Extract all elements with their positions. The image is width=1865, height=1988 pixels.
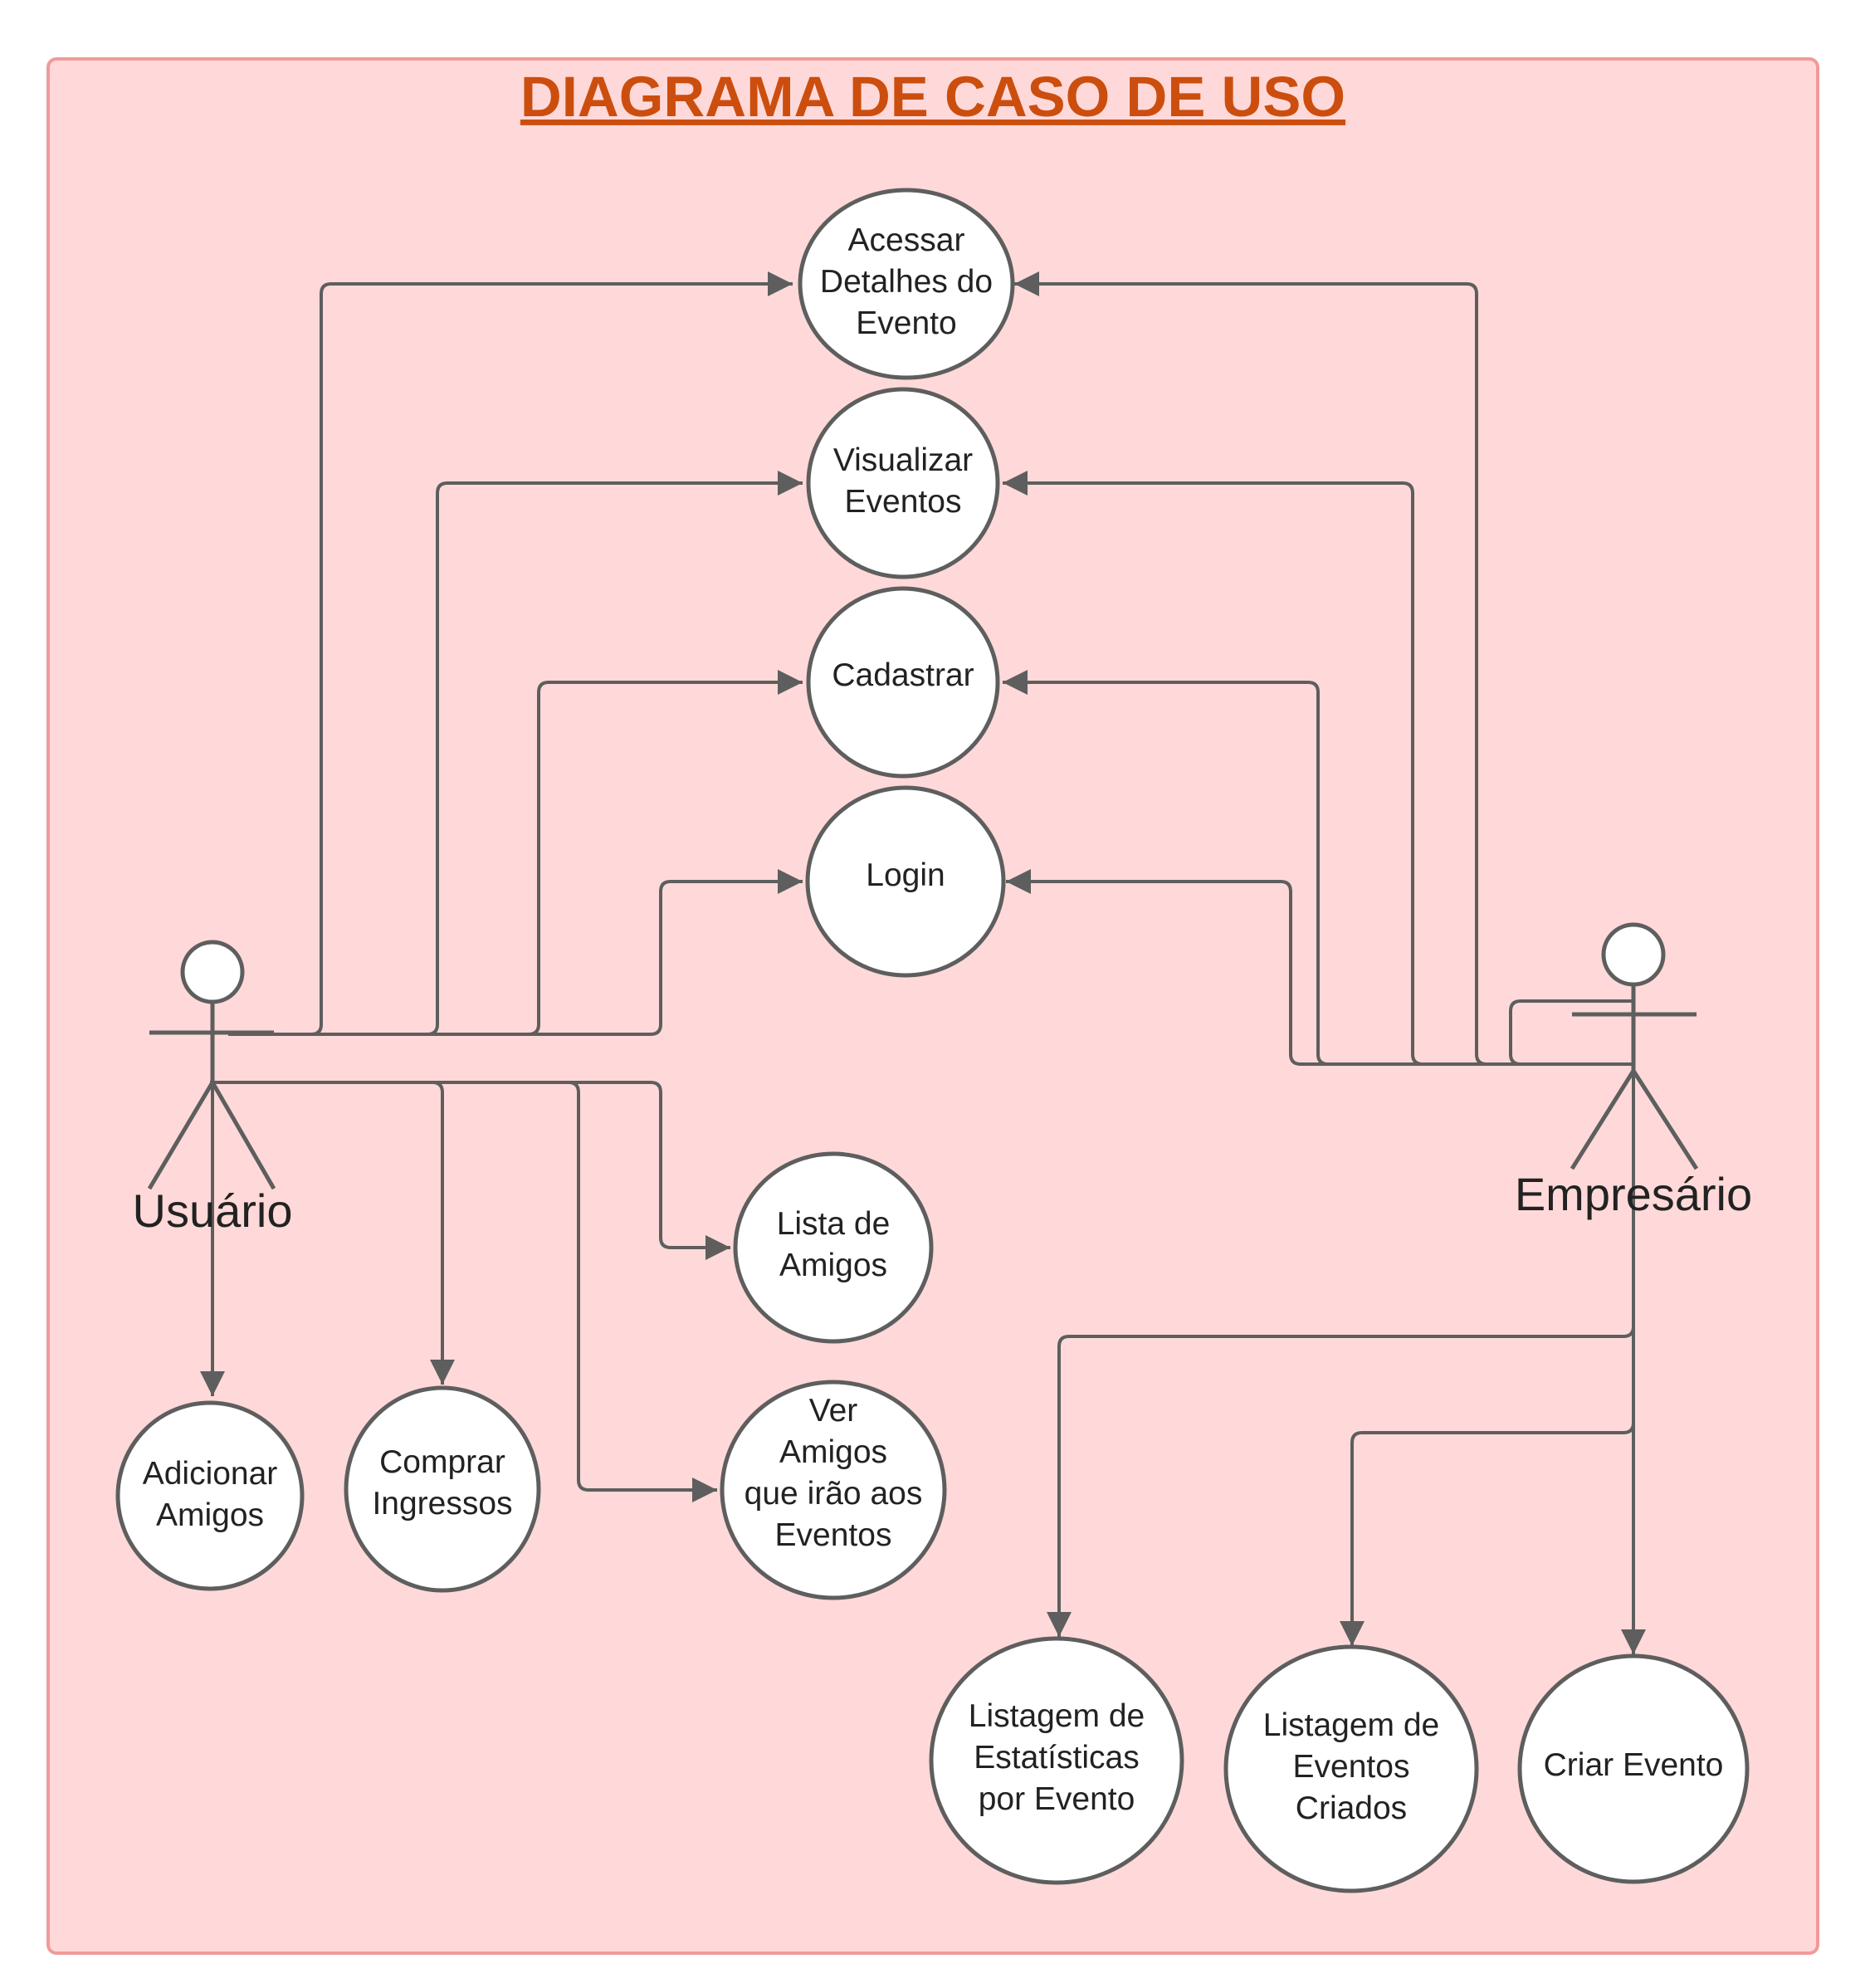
use-case-label: Estatísticas — [974, 1740, 1139, 1776]
use-case-label: Comprar — [379, 1444, 505, 1480]
use-case-label: Ingressos — [372, 1486, 512, 1522]
actor-empresario: Empresário — [1515, 922, 1752, 1220]
use-case-label: Lista de — [777, 1206, 891, 1242]
use-case-label: Login — [866, 857, 945, 893]
use-case-label: Eventos — [845, 484, 962, 520]
svg-text:Login: Login — [866, 857, 945, 893]
use-case-login[interactable]: Login — [805, 785, 1006, 978]
use-case-criar-evento[interactable]: Criar Evento — [1517, 1653, 1750, 1884]
actor-empresario-leg-left — [1570, 1069, 1636, 1170]
use-case-label: Amigos — [156, 1497, 264, 1533]
use-case-label: por Evento — [979, 1781, 1135, 1817]
actor-empresario-leg-right — [1631, 1069, 1699, 1170]
svg-text:Criar Evento: Criar Evento — [1544, 1747, 1724, 1783]
use-case-label: Criar Evento — [1544, 1747, 1724, 1783]
actor-usuario-leg-left — [147, 1081, 215, 1190]
actor-usuario-label: Usuário — [133, 1184, 293, 1237]
use-case-lista-amigos[interactable]: Lista de Amigos — [733, 1151, 934, 1344]
use-case-label: Eventos — [775, 1517, 892, 1553]
actor-usuario: Usuário — [133, 940, 293, 1237]
use-case-label: Visualizar — [833, 442, 973, 478]
edge-usuario-lista-amigos — [210, 1081, 730, 1260]
actor-usuario-leg-right — [210, 1081, 276, 1190]
actor-empresario-label: Empresário — [1515, 1168, 1752, 1220]
use-case-label: Adicionar — [143, 1456, 278, 1492]
use-case-label: Listagem de — [1263, 1707, 1439, 1743]
use-case-cadastrar[interactable]: Cadastrar — [806, 586, 1000, 779]
use-case-label: Detalhes do — [820, 264, 993, 300]
use-case-label: que irão aos — [745, 1476, 923, 1512]
edge-usuario-ver-amigos-eventos — [210, 1081, 717, 1502]
use-case-label: Ver — [809, 1393, 858, 1429]
empresario-associations — [1003, 271, 1646, 1654]
use-case-label: Cadastrar — [832, 657, 974, 693]
use-case-listagem-estatisticas[interactable]: Listagem de Estatísticas por Evento — [929, 1636, 1184, 1885]
svg-text:Cadastrar: Cadastrar — [832, 657, 974, 693]
usuario-associations — [200, 271, 803, 1502]
use-case-label: Evento — [856, 305, 956, 341]
diagram-title: DIAGRAMA DE CASO DE USO — [520, 65, 1345, 129]
use-case-label: Criados — [1296, 1790, 1407, 1826]
use-case-label: Amigos — [779, 1248, 887, 1283]
use-case-label: Acessar — [848, 222, 965, 258]
edge-empresario-self-loop — [1509, 999, 1633, 1066]
use-case-label: Eventos — [1293, 1749, 1410, 1785]
actor-usuario-head — [180, 940, 245, 1004]
edge-usuario-login — [228, 869, 803, 1036]
edge-empresario-login — [1006, 869, 1632, 1066]
use-case-label: Amigos — [779, 1434, 887, 1470]
actor-empresario-head — [1601, 922, 1666, 987]
use-case-label: Listagem de — [969, 1698, 1145, 1734]
